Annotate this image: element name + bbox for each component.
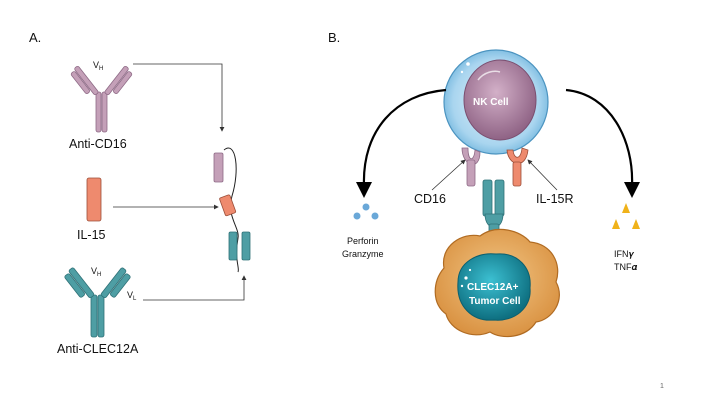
il15r-receptor-icon	[506, 147, 529, 187]
anti-clec12a-antibody-icon	[64, 267, 131, 338]
arrow-cd16-to-construct	[133, 63, 225, 132]
anti-clec12a-label: Anti-CLEC12A	[57, 342, 139, 356]
il15-block	[86, 177, 102, 222]
cd16-receptor-icon	[461, 147, 481, 187]
arrow-clec12a-to-construct	[143, 275, 247, 301]
cd16-pointer	[431, 159, 466, 191]
cytokine-cones-icon	[612, 203, 640, 229]
curved-arrow-right-icon	[565, 88, 640, 198]
page-number: 1	[660, 383, 664, 390]
anti-cd16-label: Anti-CD16	[69, 137, 127, 151]
vl-bottom-label: VL	[127, 290, 137, 302]
il15r-pointer	[527, 159, 558, 191]
panel-a-label: A.	[29, 30, 41, 45]
il15r-label: IL-15R	[536, 192, 574, 206]
tnf-alpha-label: TNF𝜶	[614, 262, 637, 272]
perforin-granzyme-droplets-icon	[353, 203, 379, 220]
vh-bottom-label: VH	[91, 266, 101, 278]
trispecific-construct-icon	[213, 147, 251, 273]
tumor-cell-label-line1: CLEC12A+	[467, 282, 519, 293]
vh-top-label: VH	[93, 60, 103, 72]
tumor-cell-icon	[434, 228, 560, 338]
anti-cd16-antibody-icon	[70, 65, 133, 133]
cd16-label: CD16	[414, 192, 446, 206]
perforin-label: Perforin	[347, 236, 379, 246]
tumor-cell-label-line2: Tumor Cell	[469, 296, 521, 307]
il15-label: IL-15	[77, 228, 106, 242]
ifn-gamma-label: IFN𝜸	[614, 249, 634, 259]
granzyme-label: Granzyme	[342, 249, 384, 259]
panel-b-label: B.	[328, 30, 340, 45]
nk-cell-label: NK Cell	[473, 97, 509, 108]
curved-arrow-left-icon	[356, 88, 447, 198]
nk-cell-icon	[443, 49, 549, 155]
